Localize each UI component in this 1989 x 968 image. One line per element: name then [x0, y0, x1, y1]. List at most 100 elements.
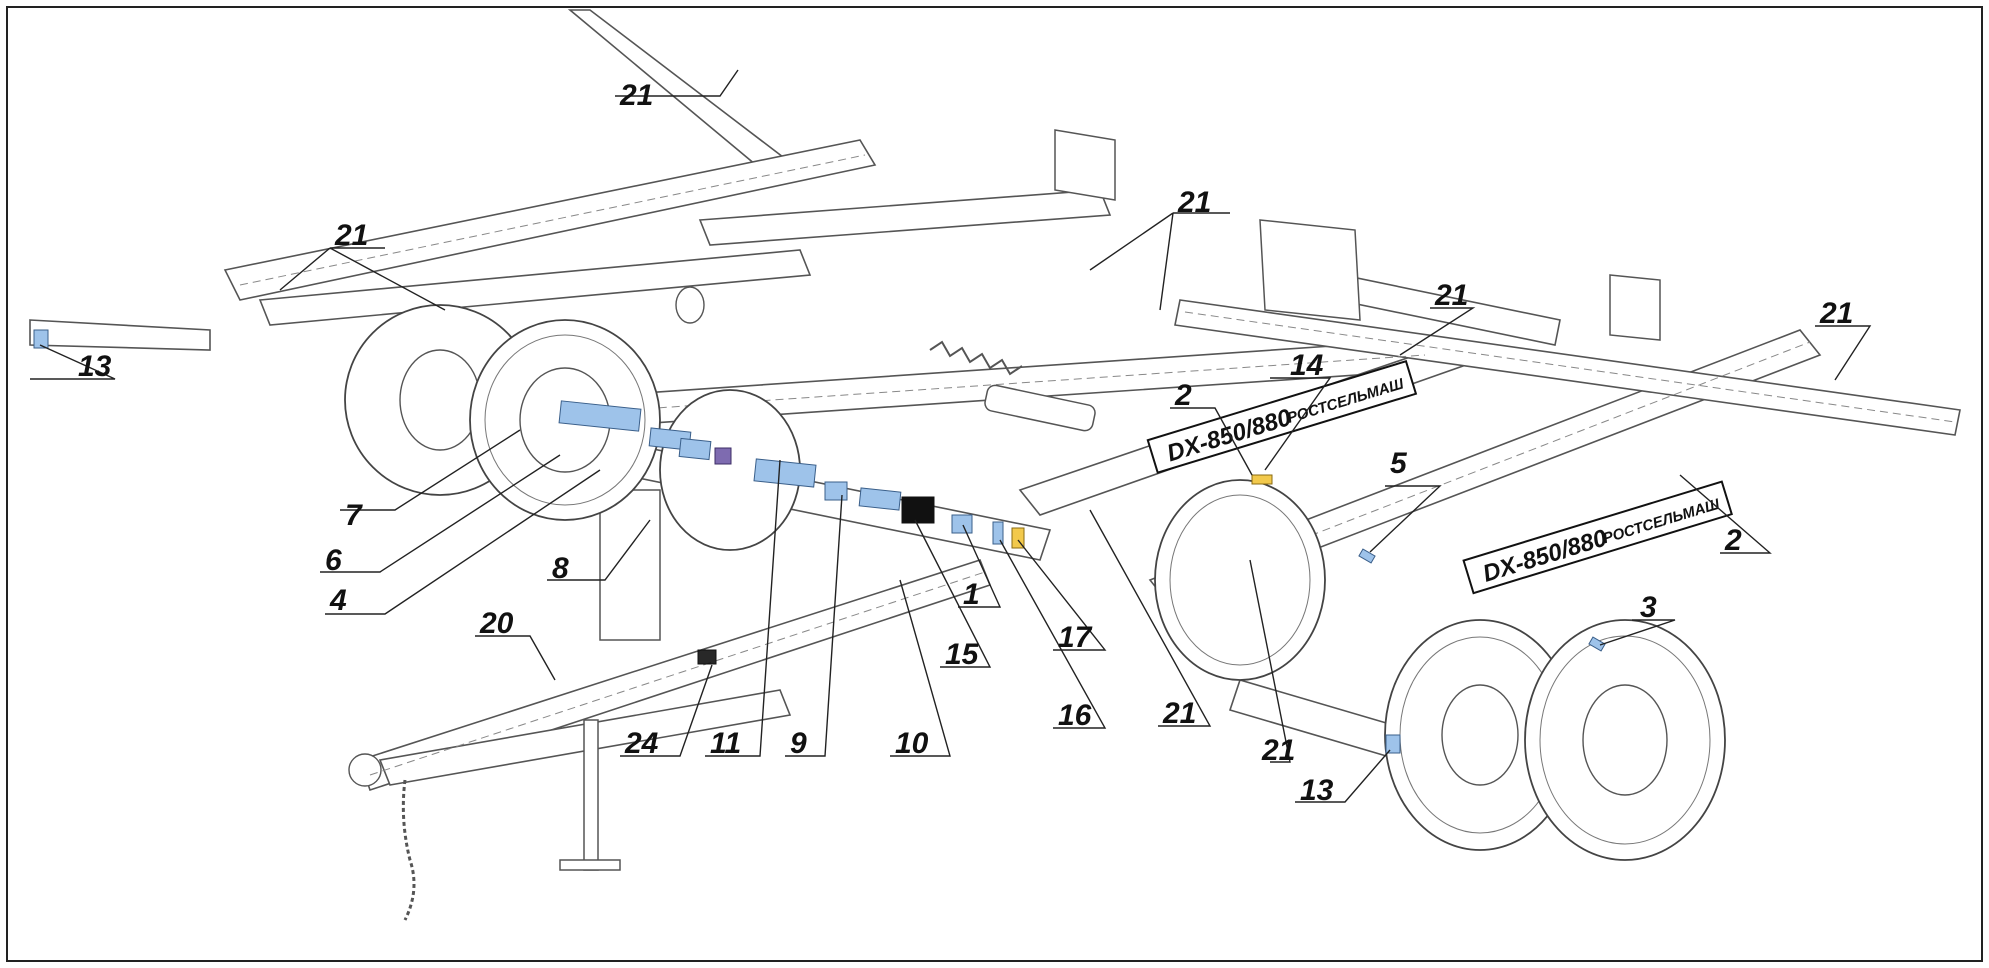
leader-line	[1249, 559, 1291, 763]
frame-beam	[1174, 299, 1961, 436]
frame-beam	[223, 139, 877, 301]
callout-21: 21	[1177, 186, 1211, 219]
leader-line	[547, 519, 651, 581]
leader-line	[279, 247, 446, 311]
spring	[929, 340, 1023, 376]
diagram-border	[6, 6, 1983, 962]
tire	[1154, 479, 1326, 681]
leader-line	[914, 519, 992, 668]
leader-line	[1089, 212, 1230, 311]
callout-21: 21	[1261, 734, 1295, 767]
leader-line	[1399, 307, 1476, 356]
callout-24: 24	[624, 727, 659, 760]
callout-2: 2	[1174, 379, 1192, 412]
callout-14: 14	[1290, 349, 1324, 382]
decal-purple	[714, 447, 732, 465]
decal-blue	[1588, 636, 1606, 652]
hidden-line	[239, 154, 866, 286]
callout-15: 15	[945, 638, 980, 671]
upright-plate	[599, 489, 661, 641]
leader-line	[785, 494, 843, 757]
decal-blue	[824, 481, 848, 501]
callout-17: 17	[1058, 621, 1093, 654]
leader-line	[475, 635, 556, 681]
decal-blue	[858, 487, 902, 511]
decal-blue	[678, 437, 712, 461]
decal-blue	[33, 329, 49, 349]
callout-10: 10	[895, 727, 929, 760]
mounting-plate	[1054, 129, 1116, 201]
mounting-plate	[1259, 219, 1361, 321]
leader-line	[1599, 619, 1676, 646]
frame-beam	[29, 319, 211, 351]
leader-line	[1089, 509, 1212, 727]
decal-blue	[1358, 548, 1376, 564]
frame-beam	[1228, 679, 1412, 761]
brand-panel-box	[1146, 359, 1418, 474]
tire-tread	[484, 334, 646, 506]
leader-line	[1815, 325, 1872, 381]
callout-20: 20	[479, 607, 514, 640]
leader-line	[30, 344, 116, 380]
callout-7: 7	[345, 499, 363, 532]
callout-labels: 21 21 21 21 21 13 14 2 5 2 7 6 8 4 1 17 …	[78, 79, 1853, 807]
frame-beam	[258, 249, 812, 326]
callout-16: 16	[1058, 699, 1092, 732]
warning-decal	[697, 649, 717, 665]
leader-line	[320, 454, 561, 573]
decal-black	[901, 496, 935, 524]
callout-8: 8	[552, 552, 569, 585]
callout-6: 6	[325, 544, 342, 577]
leader-lines	[30, 69, 1872, 803]
wheel-hub	[399, 349, 481, 451]
decal-blue	[992, 521, 1004, 545]
wheel-hub	[1582, 684, 1668, 796]
model-label-right: DX-850/880	[1480, 524, 1611, 587]
callout-2: 2	[1724, 524, 1742, 557]
leader-line	[1264, 377, 1332, 471]
leader-line	[340, 429, 521, 511]
callout-11: 11	[710, 727, 741, 760]
leader-line	[1017, 539, 1107, 651]
brand-panel-box	[1462, 480, 1733, 595]
brand-panel-right: DX-850/880 РОСТСЕЛЬМАШ	[1462, 480, 1733, 595]
model-label-left: DX-850/880	[1164, 404, 1295, 467]
decal-blue	[558, 400, 642, 432]
decal-blue	[951, 514, 973, 534]
leader-line	[1369, 485, 1442, 553]
hidden-line	[1164, 341, 1811, 593]
callout-13: 13	[78, 350, 112, 383]
leader-line	[1679, 474, 1772, 554]
callout-21: 21	[1434, 279, 1468, 312]
leader-line	[620, 664, 713, 757]
callout-9: 9	[790, 727, 807, 760]
callout-1: 1	[963, 578, 980, 611]
decal-blue	[753, 458, 817, 488]
leader-line	[1295, 749, 1391, 803]
callout-13: 13	[1300, 774, 1334, 807]
safety-chain	[401, 779, 416, 921]
decal-blue	[1385, 734, 1401, 754]
callout-21: 21	[1162, 697, 1196, 730]
callout-21: 21	[619, 79, 653, 112]
leader-line	[325, 469, 601, 615]
callout-5: 5	[1390, 447, 1408, 480]
hitch-eye	[348, 753, 382, 787]
tire-tread	[1169, 494, 1311, 666]
callout-4: 4	[329, 584, 347, 617]
frame-beam	[698, 189, 1112, 246]
leader-line	[958, 524, 1002, 608]
wheel-hub	[1441, 684, 1519, 786]
leader-line	[1170, 407, 1253, 476]
hidden-line	[369, 571, 986, 776]
callout-3: 3	[1640, 591, 1657, 624]
leader-line	[705, 459, 781, 757]
leader-line	[890, 579, 951, 757]
callout-21: 21	[334, 219, 368, 252]
callout-21: 21	[1819, 297, 1853, 330]
decal-yellow	[1251, 474, 1273, 485]
leader-line	[999, 539, 1107, 729]
jack-foot	[559, 859, 621, 871]
